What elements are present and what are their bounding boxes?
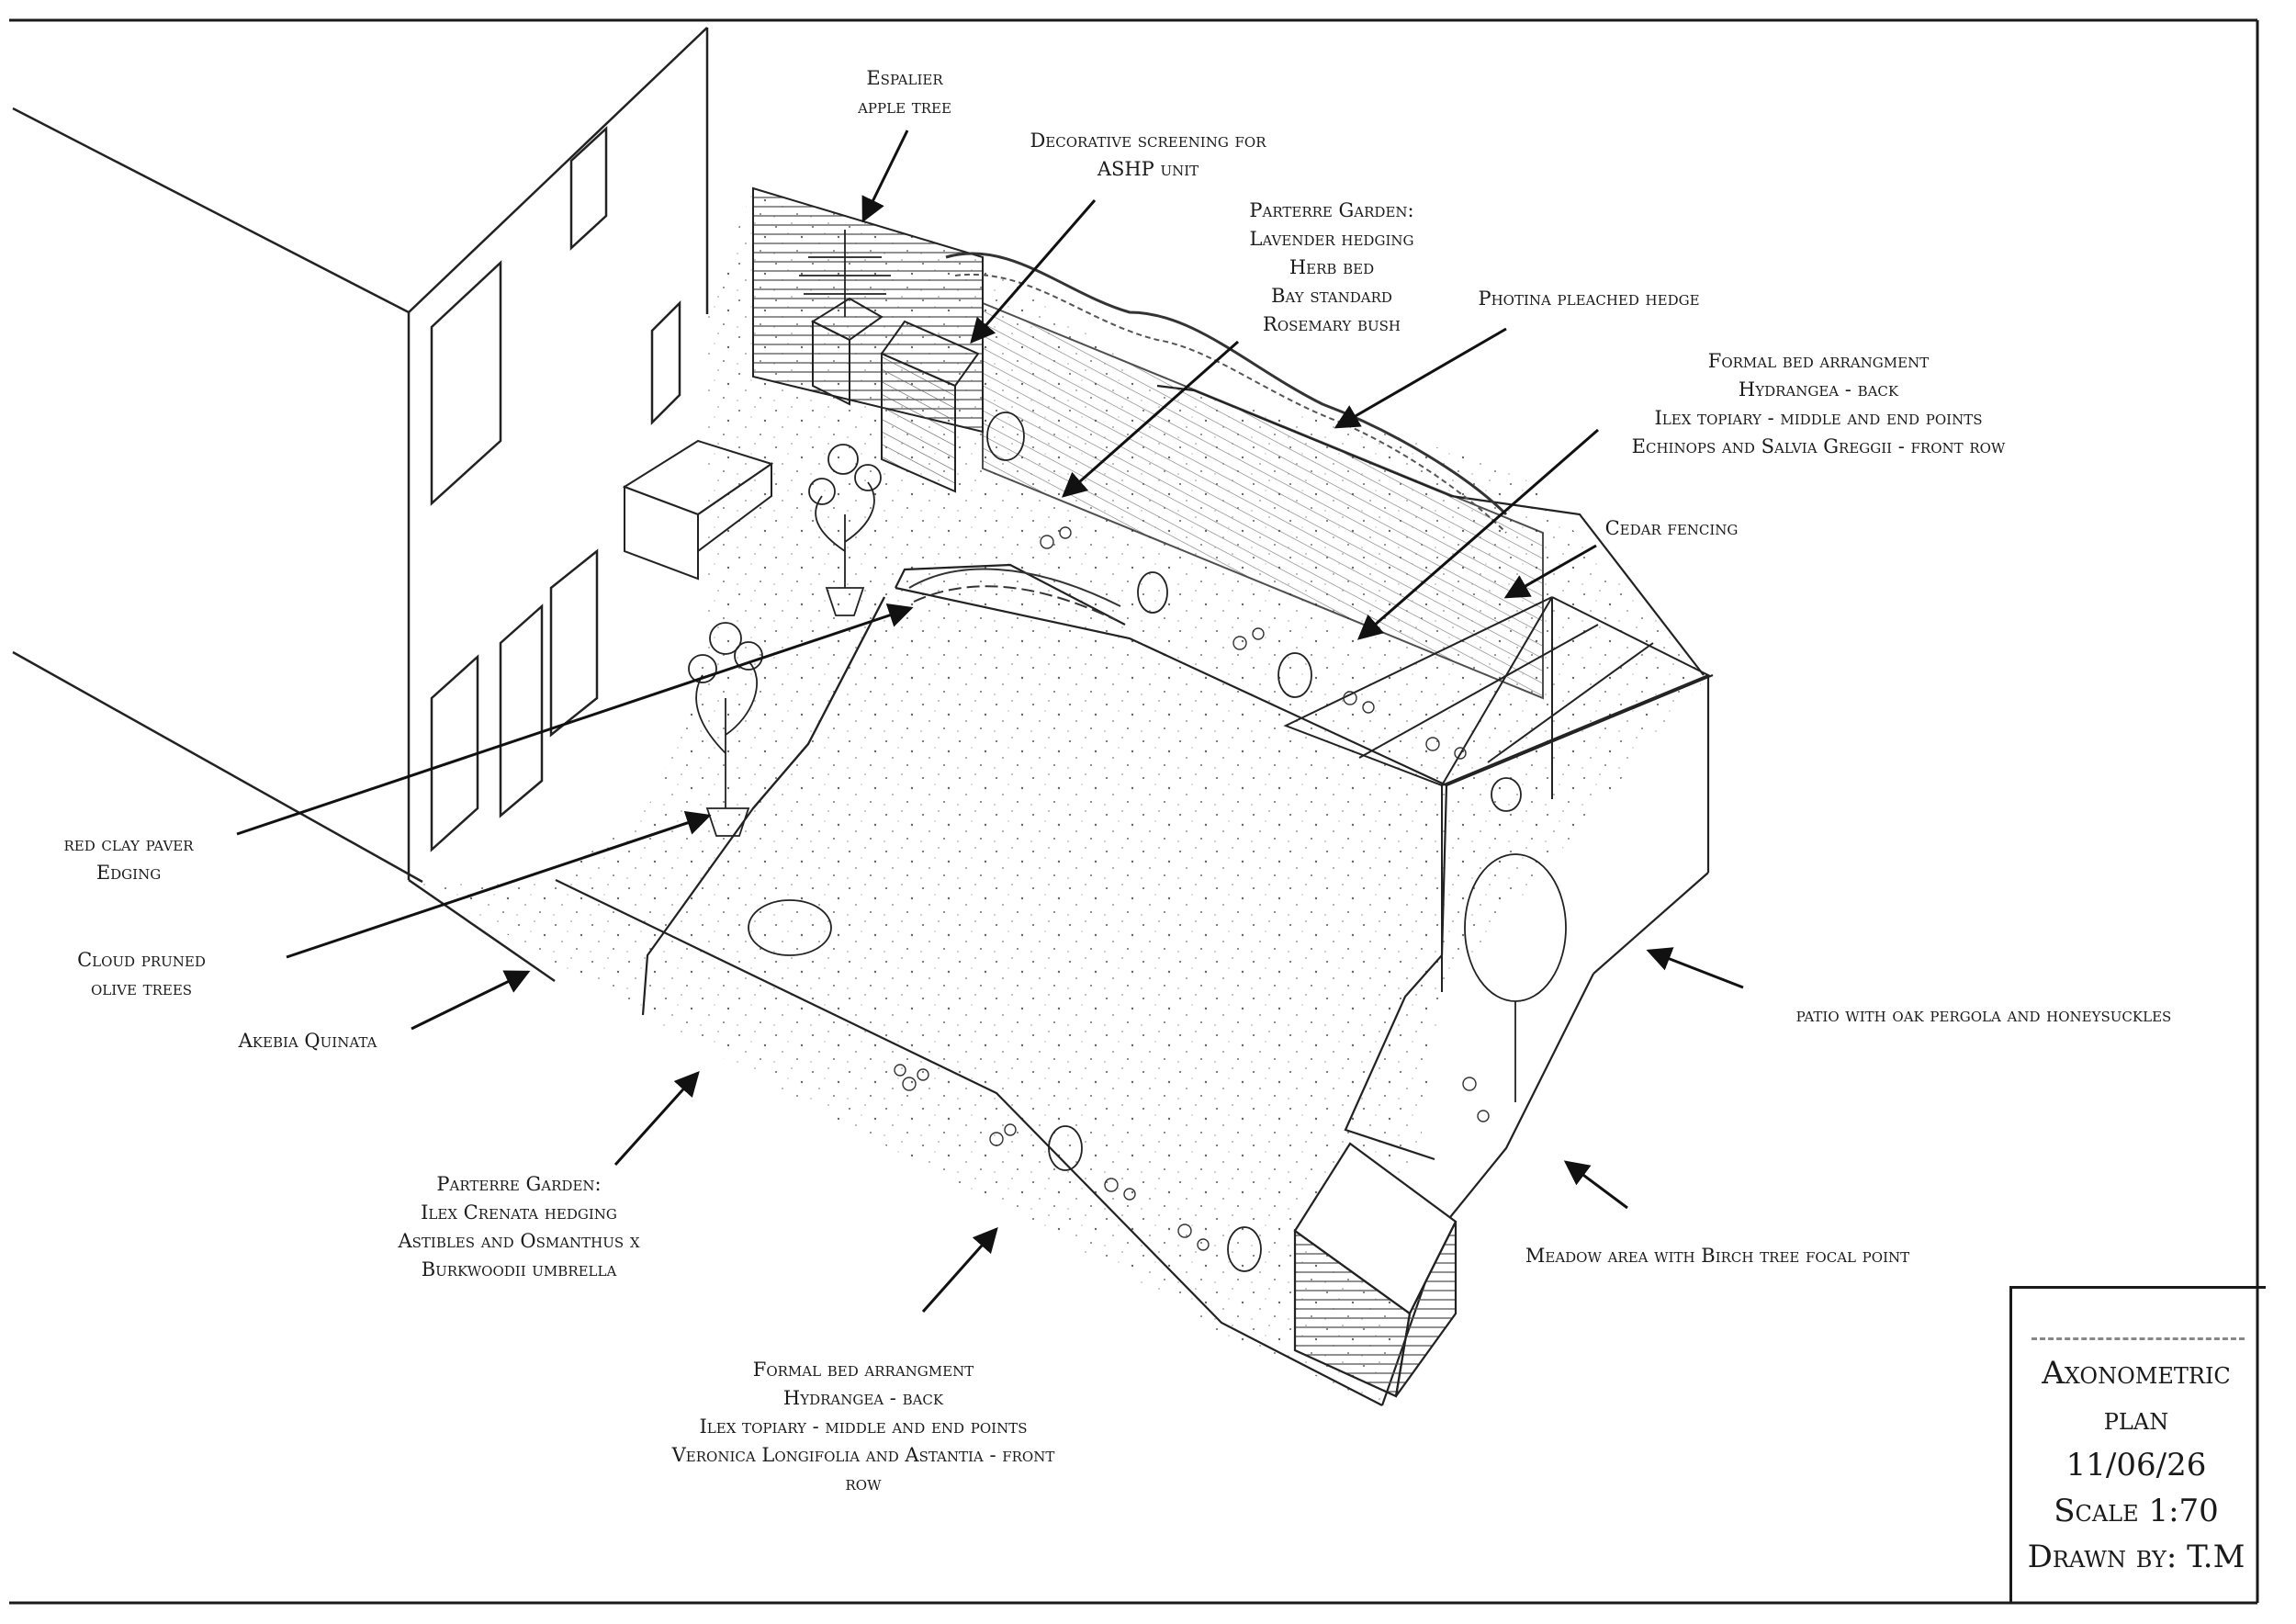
label-line: Ilex topiary - middle and end points: [1654, 407, 1983, 429]
label-formal-bed-back: Formal bed arrangment Hydrangea - back I…: [1561, 347, 2076, 461]
label-line: Parterre Garden:: [1249, 199, 1414, 221]
label-akebia: Akebia Quinata: [211, 1027, 404, 1055]
label-patio-pergola: patio with oak pergola and honeysuckles: [1745, 1001, 2223, 1030]
drawing-date: 11/06/26: [2065, 1447, 2207, 1483]
label-line: Photina pleached hedge: [1478, 288, 1700, 310]
oak-pergola: [1283, 596, 1711, 992]
label-line: Akebia Quinata: [238, 1030, 377, 1052]
espalier-tree: [799, 230, 891, 317]
title-line-1: Axonometric: [2042, 1355, 2231, 1392]
label-line: Herb bed: [1289, 256, 1375, 278]
title-block: [2009, 1286, 2266, 1603]
label-meadow: Meadow area with Birch tree focal point: [1497, 1242, 1938, 1270]
label-line: patio with oak pergola and honeysuckles: [1795, 1004, 2172, 1026]
label-parterre-front: Parterre Garden: Ilex Crenata hedging As…: [367, 1170, 670, 1284]
birch-tree: [1464, 853, 1567, 1102]
label-line: Rosemary bush: [1263, 313, 1401, 335]
ashp-screen: [880, 320, 980, 493]
title-block-divider: [2032, 1337, 2245, 1340]
label-line: row: [845, 1472, 882, 1494]
label-olive-trees: Cloud pruned olive trees: [59, 946, 224, 1003]
leader-arrows: [236, 130, 1744, 1313]
label-line: Cloud pruned: [77, 949, 206, 971]
label-line: apple tree: [858, 96, 951, 118]
label-line: ASHP unit: [1097, 158, 1199, 180]
title-line-2: plan: [2103, 1401, 2169, 1438]
label-parterre-back: Parterre Garden: Lavender hedging Herb b…: [1212, 197, 1451, 339]
drawing-scale: Scale 1:70: [2054, 1493, 2219, 1529]
title-block-text: Axonometric plan 11/06/26 Scale 1:70 Dra…: [2009, 1350, 2263, 1580]
label-line: Burkwoodii umbrella: [421, 1258, 617, 1280]
label-cedar-fencing: Cedar fencing: [1570, 514, 1773, 543]
planting: [688, 230, 1567, 1272]
raised-herb-beds: [622, 297, 884, 581]
label-espalier: Espalier apple tree: [808, 64, 1001, 121]
label-line: Edging: [96, 862, 162, 884]
label-line: red clay paver: [63, 833, 194, 855]
house: [12, 27, 709, 983]
label-line: Formal bed arrangment: [752, 1359, 974, 1381]
label-line: Ilex topiary - middle and end points: [699, 1415, 1028, 1438]
label-line: Espalier: [866, 67, 943, 89]
sheet-border: [9, 18, 2259, 1605]
label-line: Hydrangea - back: [1738, 378, 1899, 400]
label-paver-edging: red clay paver Edging: [28, 830, 230, 887]
label-line: Hydrangea - back: [782, 1387, 944, 1409]
drawn-by: Drawn by: T.M: [2027, 1539, 2245, 1575]
label-line: Bay standard: [1271, 285, 1392, 307]
garden-shed: [1293, 1142, 1458, 1398]
paver-edging: [908, 568, 1121, 621]
label-line: Formal bed arrangment: [1707, 350, 1930, 372]
olive-tree: [808, 444, 882, 616]
label-line: Echinops and Salvia Greggii - front row: [1631, 435, 2006, 457]
label-line: Ilex Crenata hedging: [421, 1201, 617, 1224]
label-line: Veronica Longifolia and Astantia - front: [671, 1444, 1055, 1466]
label-photina-hedge: Photina pleached hedge: [1451, 285, 1727, 313]
label-line: Decorative screening for: [1030, 130, 1266, 152]
label-line: olive trees: [90, 977, 193, 999]
label-ashp-screening: Decorative screening for ASHP unit: [992, 127, 1304, 184]
label-formal-bed-front: Formal bed arrangment Hydrangea - back I…: [643, 1356, 1084, 1498]
label-line: Lavender hedging: [1249, 228, 1414, 250]
label-line: Astibles and Osmanthus x: [398, 1230, 640, 1252]
label-line: Cedar fencing: [1604, 517, 1739, 539]
label-line: Meadow area with Birch tree focal point: [1525, 1245, 1910, 1267]
olive-tree: [688, 622, 763, 837]
label-line: Parterre Garden:: [436, 1173, 602, 1195]
